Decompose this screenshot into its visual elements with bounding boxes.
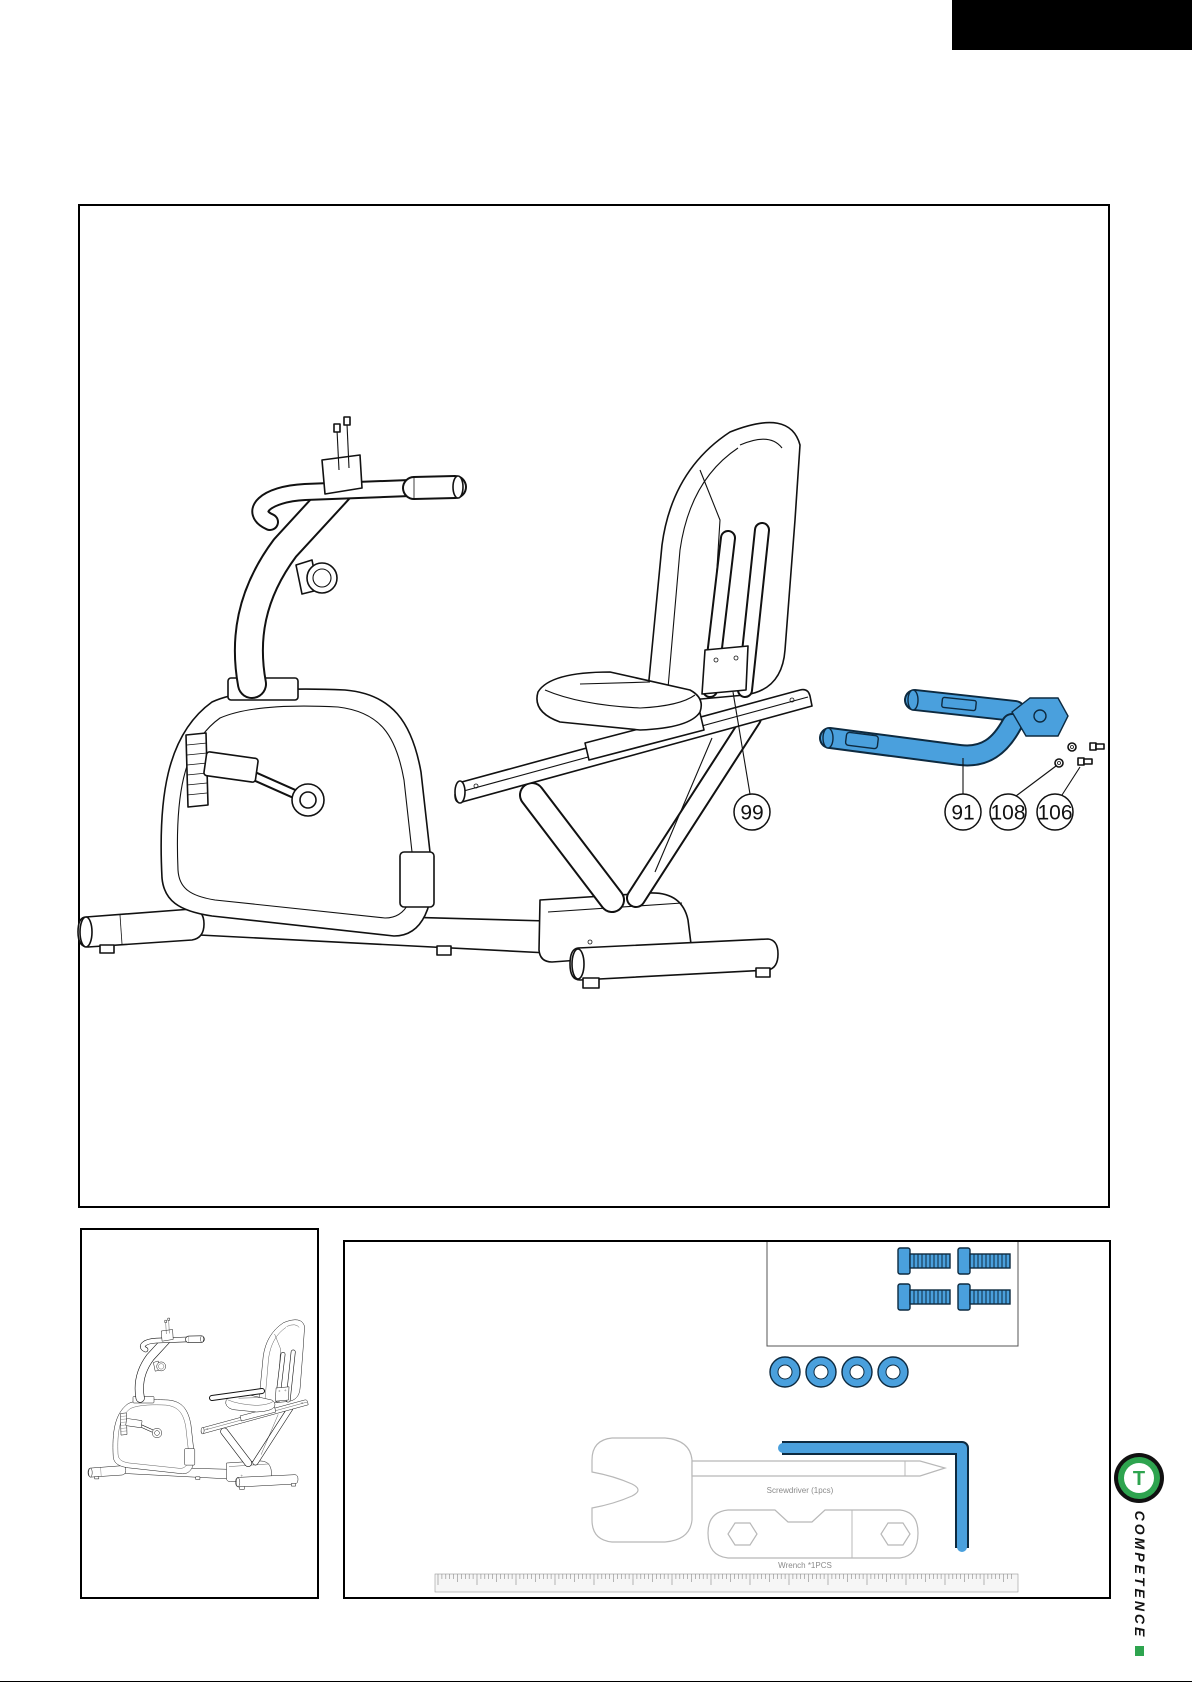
console-bracket: [322, 455, 362, 494]
washer-icon: [878, 1357, 908, 1387]
washer-icon: [770, 1357, 800, 1387]
svg-text:106: 106: [1037, 802, 1072, 825]
washer-icon: [842, 1357, 872, 1387]
measuring-ruler: [435, 1574, 1018, 1592]
svg-text:108: 108: [990, 802, 1025, 825]
brand-name: COMPETENCE: [1131, 1510, 1149, 1640]
handlebar-part-91: [823, 690, 1068, 755]
svg-text:91: 91: [951, 802, 974, 825]
flywheel-cover: [161, 689, 432, 936]
bolts-group: [898, 1248, 1010, 1310]
bolt-icon: [898, 1248, 950, 1274]
wrench-tool: Wrench *1PCS: [708, 1510, 918, 1570]
svg-text:T: T: [1133, 1468, 1145, 1490]
overview-bike-thumbnail: [88, 1318, 308, 1489]
svg-text:Wrench *1PCS: Wrench *1PCS: [778, 1561, 832, 1570]
bolt-icon: [958, 1248, 1010, 1274]
loose-hardware-108-106: [1055, 743, 1104, 767]
brand-accent-bar: [1135, 1646, 1144, 1656]
brand-logo-icon: T: [1114, 1453, 1164, 1503]
recumbent-bike-drawing: [78, 417, 812, 988]
svg-text:99: 99: [740, 802, 763, 825]
tension-knob: [307, 563, 337, 593]
bolt-icon: [958, 1284, 1010, 1310]
front-stabilizer: [78, 909, 204, 947]
washers-group: [770, 1357, 908, 1387]
bolt-icon: [898, 1284, 950, 1310]
svg-text:Screwdriver (1pcs): Screwdriver (1pcs): [767, 1486, 834, 1495]
callout-91: 91: [945, 758, 981, 830]
callout-106: 106: [1037, 767, 1080, 830]
washer-icon: [806, 1357, 836, 1387]
page-bottom-rule: [0, 1681, 1192, 1682]
